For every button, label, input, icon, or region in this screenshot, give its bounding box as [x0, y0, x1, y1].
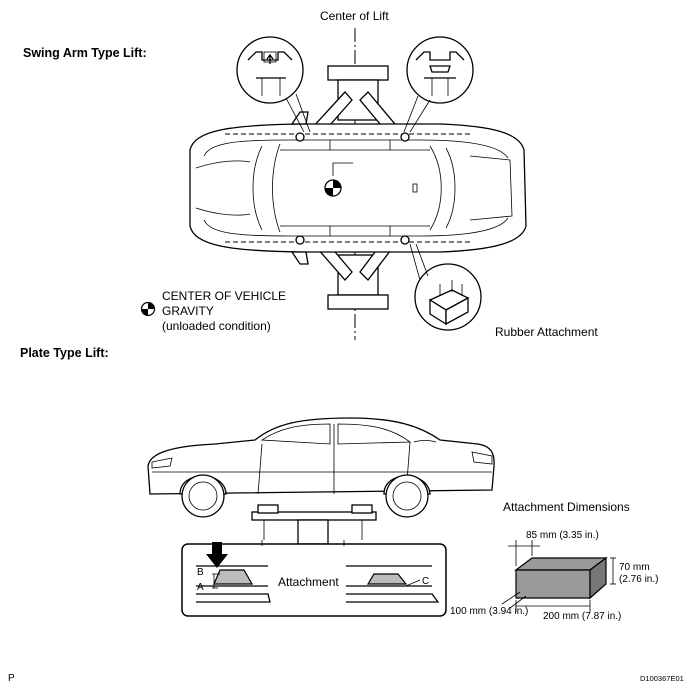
- swing-arm-title: Swing Arm Type Lift:: [23, 46, 147, 60]
- dim-70-label-a: 70 mm: [619, 562, 650, 573]
- dim-85-label: 85 mm (3.35 in.): [526, 530, 599, 541]
- attachment-block: [501, 540, 616, 612]
- center-of-gravity-symbol: [324, 162, 353, 197]
- lift-point-detail-rear-left: [403, 36, 474, 133]
- car-top-view: [189, 111, 527, 265]
- rubber-attachment-detail: [409, 243, 482, 331]
- dim-100-label: 100 mm (3.94 in.): [450, 606, 529, 617]
- gravity-line3: (unloaded condition): [162, 319, 271, 333]
- center-of-lift-label: Center of Lift: [320, 9, 389, 23]
- corner-label-p: P: [8, 673, 15, 684]
- gravity-line1: CENTER OF VEHICLE: [162, 289, 287, 303]
- lift-post-bottom: [327, 254, 389, 310]
- marker-a: A: [197, 582, 204, 593]
- car-side-view: [147, 417, 495, 518]
- attachment-dimensions-title: Attachment Dimensions: [503, 500, 630, 514]
- plate-title: Plate Type Lift:: [20, 346, 109, 360]
- lift-point-detail-front-left: [236, 36, 311, 133]
- marker-c: C: [422, 576, 430, 587]
- figure-code: D100367E01: [640, 674, 684, 683]
- rubber-attachment-label: Rubber Attachment: [495, 325, 598, 339]
- gravity-line2: GRAVITY: [162, 304, 214, 318]
- dim-70-label-b: (2.76 in.): [619, 574, 659, 585]
- attachment-detail-box: [181, 540, 447, 617]
- attachment-label: Attachment: [278, 575, 339, 589]
- plate-lift: [251, 504, 377, 545]
- marker-b: B: [197, 567, 204, 578]
- center-of-gravity-icon: [140, 301, 156, 317]
- dim-200-label: 200 mm (7.87 in.): [543, 611, 622, 622]
